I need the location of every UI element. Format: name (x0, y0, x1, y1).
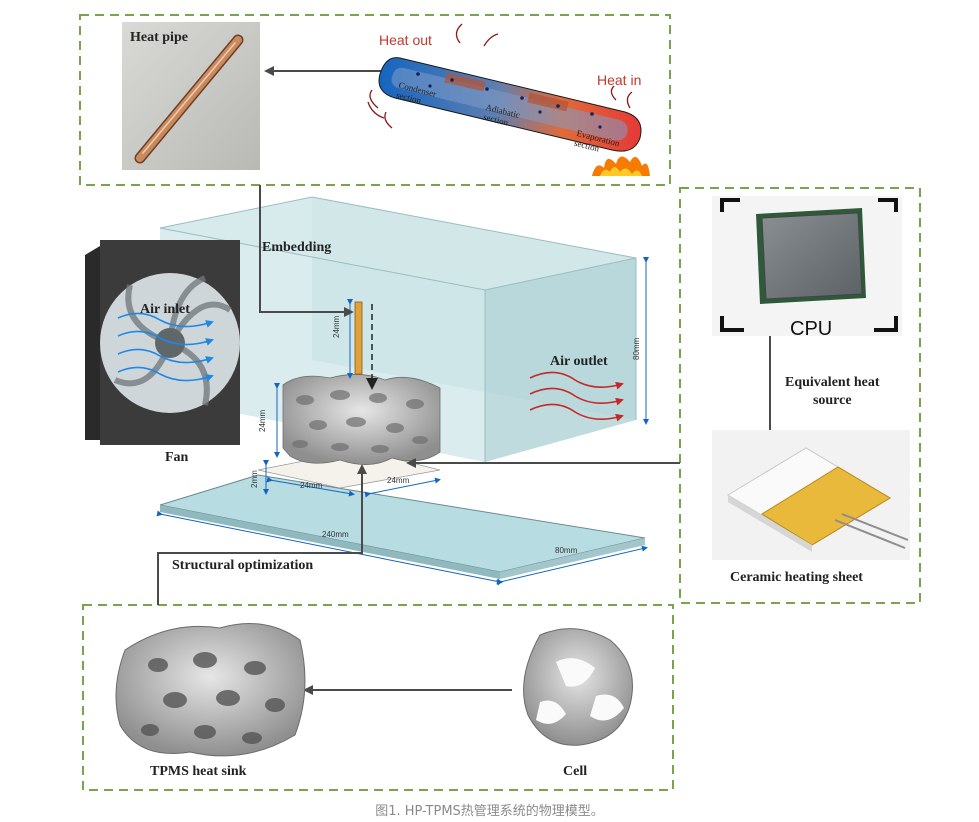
structural-optimization-arrow (157, 464, 367, 605)
heat-pipe-photo (122, 22, 260, 170)
heat-sink-block (257, 374, 441, 489)
heat-out-label: Heat out (379, 32, 432, 48)
flame-icon (592, 156, 650, 176)
dimension-lines (156, 257, 649, 586)
structural-optimization-label: Structural optimization (172, 558, 314, 573)
fan-icon (85, 240, 240, 445)
dim-sink-height: 24mm (258, 409, 267, 432)
embedding-arrow (259, 185, 354, 317)
heat-pipe-frame (79, 14, 671, 186)
dim-pipe-length: 24mm (332, 315, 341, 338)
duct-box (159, 196, 637, 462)
air-inlet-arrows (117, 312, 214, 382)
heat-in-label: Heat in (597, 72, 642, 88)
dim-base-width-1: 24mm (300, 481, 323, 490)
embedded-heat-pipe (354, 301, 378, 390)
cpu-chip-icon (712, 196, 902, 336)
tpms-heat-sink-label: TPMS heat sink (150, 764, 247, 779)
heat-pipe-label: Heat pipe (130, 30, 188, 45)
dim-base-height: 2mm (250, 470, 259, 488)
tpms-sink-icon (115, 623, 306, 757)
tpms-frame (82, 604, 674, 791)
ceramic-heating-sheet-label: Ceramic heating sheet (730, 570, 863, 585)
embedding-label: Embedding (262, 240, 332, 255)
air-outlet-label: Air outlet (550, 354, 608, 369)
air-outlet-arrows (529, 371, 624, 422)
dim-plate-length: 240mm (322, 530, 349, 539)
dim-plate-width: 80mm (555, 546, 578, 555)
heat-source-frame (679, 187, 921, 604)
heat-pipe-schematic (367, 23, 642, 152)
figure-caption: 图1. HP-TPMS热管理系统的物理模型。 (375, 804, 604, 819)
cpu-label: CPU (790, 318, 833, 340)
dim-base-width-2: 24mm (387, 476, 410, 485)
air-inlet-label: Air inlet (140, 302, 190, 317)
ceramic-sheet-icon (712, 430, 910, 560)
tpms-cell-icon (523, 628, 633, 746)
dim-duct-height: 80mm (632, 337, 641, 360)
fan-label: Fan (165, 450, 189, 465)
equivalent-heat-source-label: Equivalent heat source (785, 375, 880, 408)
cell-label: Cell (563, 764, 588, 779)
